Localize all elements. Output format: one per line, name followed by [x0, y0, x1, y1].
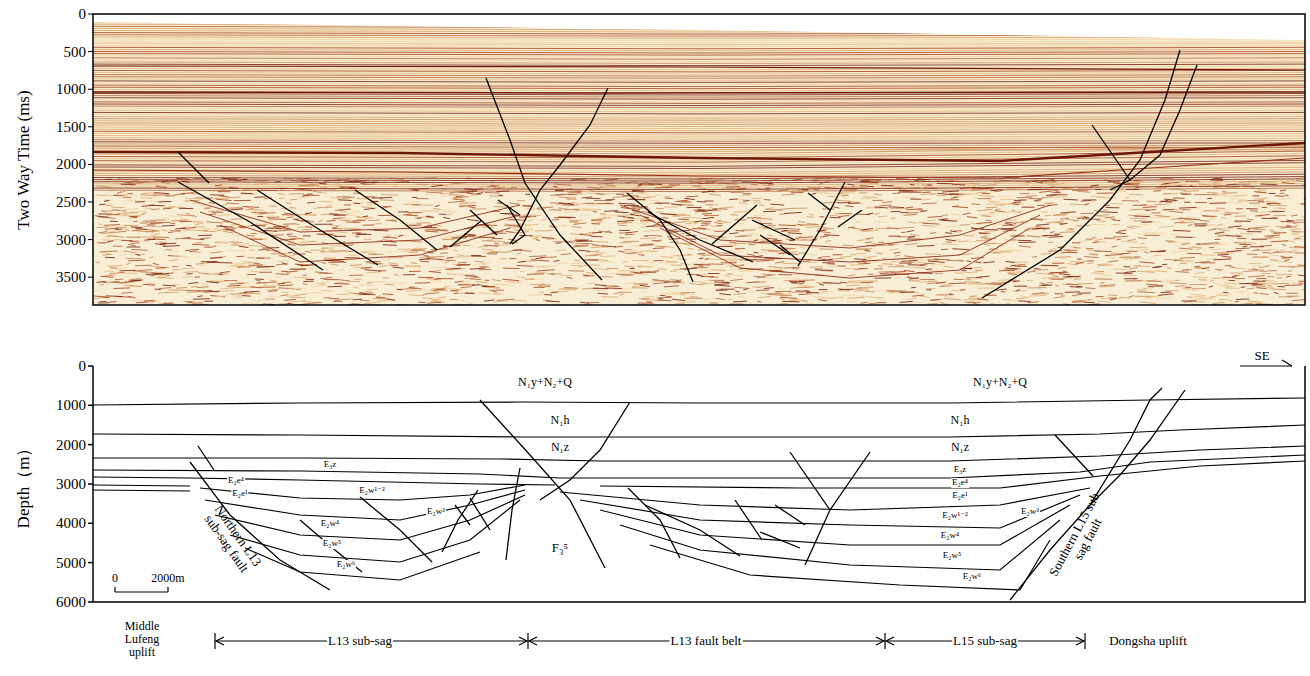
formation-label: E₃z: [323, 460, 338, 470]
fault-name: Southern L15 sub-sag fault: [1046, 485, 1118, 587]
zone-name: Dongsha uplift: [1109, 634, 1187, 648]
formation-label: E₂w¹⁻²: [941, 511, 968, 521]
formation-label: E₂w³: [426, 507, 446, 517]
time-tick: 0: [79, 6, 87, 23]
zone-brackets: [215, 633, 1085, 649]
seismic-trace: [93, 64, 1310, 305]
section-axes: [88, 366, 1305, 602]
formation-label: N₁h: [951, 414, 970, 427]
panel-frame: [93, 14, 1305, 305]
fault-name: F₃⁵: [552, 541, 568, 555]
seismic-faults: [178, 50, 1197, 298]
horizons: [93, 398, 1305, 590]
direction-label: SE: [1254, 349, 1269, 363]
zone-name: L13 sub-sag: [327, 634, 393, 648]
scale-label: 0: [112, 572, 118, 585]
axis-title: Two Way Time (ms): [15, 90, 34, 229]
formation-label: E₃z: [953, 465, 968, 475]
formation-label: N₁y+N₂+Q: [973, 376, 1027, 389]
time-tick: 2000: [56, 156, 86, 173]
formation-label: E₂e¹: [951, 491, 968, 501]
formation-label: E₂w⁶: [962, 572, 982, 582]
depth-tick: 5000: [56, 554, 86, 571]
seismic-trace: [93, 39, 1310, 306]
formation-label: E₂e¹: [231, 489, 248, 499]
formation-label: E₂w¹⁻²: [358, 486, 385, 496]
depth-tick: 6000: [56, 594, 86, 611]
formation-label: N₁z: [951, 441, 969, 454]
formation-label: N₁z: [551, 441, 569, 454]
formation-label: E₂w⁴: [940, 531, 960, 541]
scale-label: 2000m: [151, 572, 184, 585]
formation-label: E₂e⁴: [951, 478, 969, 488]
zone-name: Middle Lufeng uplift: [114, 620, 170, 660]
strong-reflectors: [93, 66, 1305, 178]
depth-tick: 3000: [56, 476, 86, 493]
time-tick: 3000: [56, 231, 86, 248]
time-ticks: [88, 14, 93, 277]
formation-label: N₁h: [551, 414, 570, 427]
formation-label: E₂e⁴: [227, 476, 245, 486]
time-tick: 500: [64, 43, 87, 60]
scale-bar: [115, 587, 168, 592]
formation-label: E₂w⁶: [336, 560, 356, 570]
seismic-image: [93, 20, 1310, 306]
axis-title: Depth（m）: [15, 440, 34, 529]
time-tick: 2500: [56, 194, 86, 211]
seismic-trace: [190, 200, 1050, 278]
time-tick: 1500: [56, 119, 86, 136]
formation-label: E₂w⁴: [320, 519, 340, 529]
formation-label: E₂w⁵: [322, 539, 342, 549]
zone-name: L15 sub-sag: [952, 634, 1018, 648]
fault-name: Northern L13 sub-sag fault: [193, 492, 271, 587]
depth-tick: 1000: [56, 397, 86, 414]
formation-label: N₁y+N₂+Q: [518, 376, 572, 389]
formation-label: E₂w³: [1020, 507, 1040, 517]
depth-tick: 2000: [56, 436, 86, 453]
time-tick: 3500: [56, 269, 86, 286]
depth-tick: 0: [79, 358, 87, 375]
zone-name: L13 fault belt: [670, 634, 743, 648]
formation-label: E₂w⁵: [942, 551, 962, 561]
depth-tick: 4000: [56, 515, 86, 532]
section-faults: [190, 388, 1185, 600]
time-tick: 1000: [56, 81, 86, 98]
